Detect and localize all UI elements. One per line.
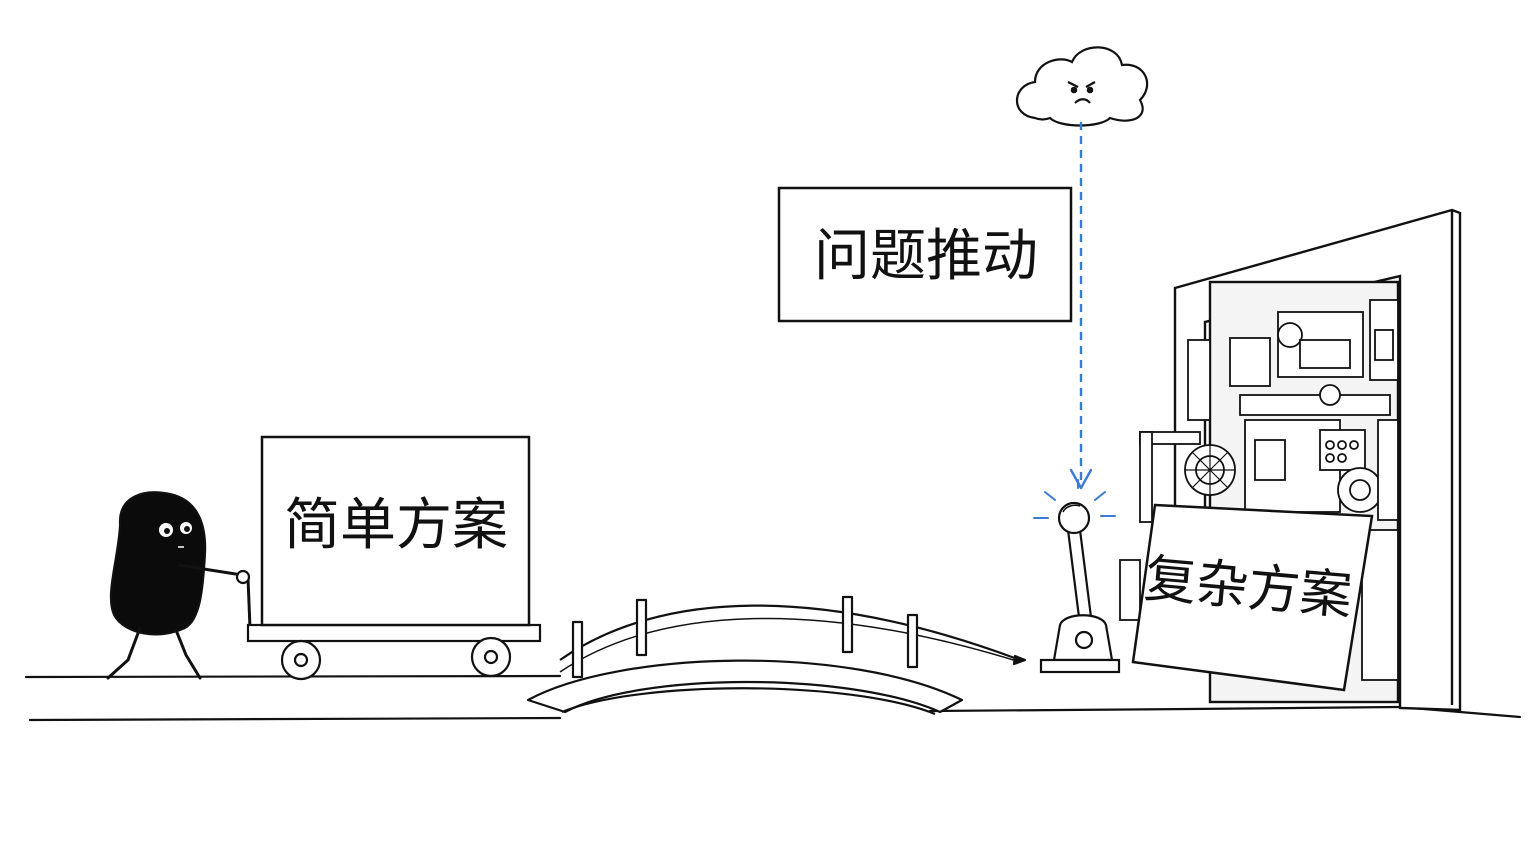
complex-solution-box: 复杂方案 (1131, 503, 1374, 692)
problem-driven-box: 问题推动 (777, 186, 1073, 323)
simple-solution-label: 简单方案 (284, 493, 508, 558)
bridge (526, 595, 1027, 716)
character (106, 491, 243, 680)
lever-icon (1033, 479, 1121, 674)
problem-arrow (1069, 122, 1093, 490)
complex-machinery (1119, 299, 1399, 681)
simple-solution-box: 简单方案 (260, 435, 531, 627)
problem-driven-label: 问题推动 (814, 224, 1038, 289)
angry-cloud-icon (1016, 46, 1149, 127)
